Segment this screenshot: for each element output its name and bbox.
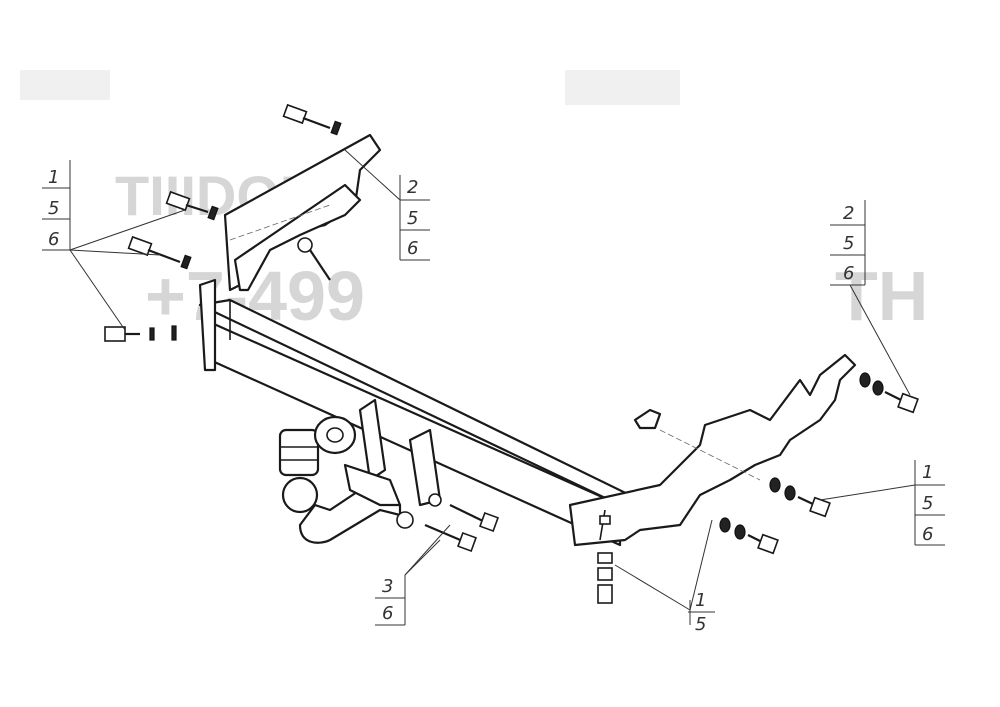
bolt-set-center: [424, 504, 499, 552]
tow-ball-assembly: [278, 398, 442, 544]
callout-number: 6: [382, 603, 393, 624]
callout-number: 3: [382, 576, 393, 597]
callout-number: 6: [48, 229, 59, 250]
watermark-block: [565, 70, 680, 105]
callout-top-center: 2 5 6: [399, 175, 430, 261]
callout-number: 6: [407, 238, 418, 259]
leader-lines: [69, 149, 916, 611]
callout-number: 1: [922, 462, 933, 483]
clip: [633, 408, 662, 430]
callout-number: 5: [843, 233, 854, 254]
callout-number: 5: [695, 614, 706, 635]
callout-right-mid: 1 5 6: [914, 460, 945, 546]
right-bracket: [568, 353, 857, 547]
callout-number: 5: [922, 493, 933, 514]
callout-number: 6: [843, 263, 854, 284]
callout-number: 2: [843, 203, 854, 224]
watermark: TIIIDOIT +7-499 TH: [20, 70, 928, 335]
bolt-set-left: [104, 190, 219, 342]
bolt-set-right: [719, 372, 919, 555]
callout-number: 2: [407, 177, 418, 198]
callout-number: 5: [407, 208, 418, 229]
bolt-set-bottom: [597, 552, 613, 604]
callout-bottom-left: 3 6: [375, 575, 406, 626]
watermark-block: [20, 70, 110, 100]
callout-number: 6: [922, 524, 933, 545]
callout-top-left: 1 5 6: [42, 160, 71, 251]
watermark-side: TH: [835, 257, 928, 335]
callout-top-right: 2 5 6: [830, 200, 866, 286]
callout-number: 1: [695, 590, 706, 611]
left-bracket: [198, 133, 382, 372]
bolt-set-top: [282, 103, 342, 136]
callout-number: 5: [48, 198, 59, 219]
callout-bottom-right: 1 5: [688, 590, 715, 635]
callout-number: 1: [48, 167, 59, 188]
bottom-margin: [0, 632, 1000, 707]
